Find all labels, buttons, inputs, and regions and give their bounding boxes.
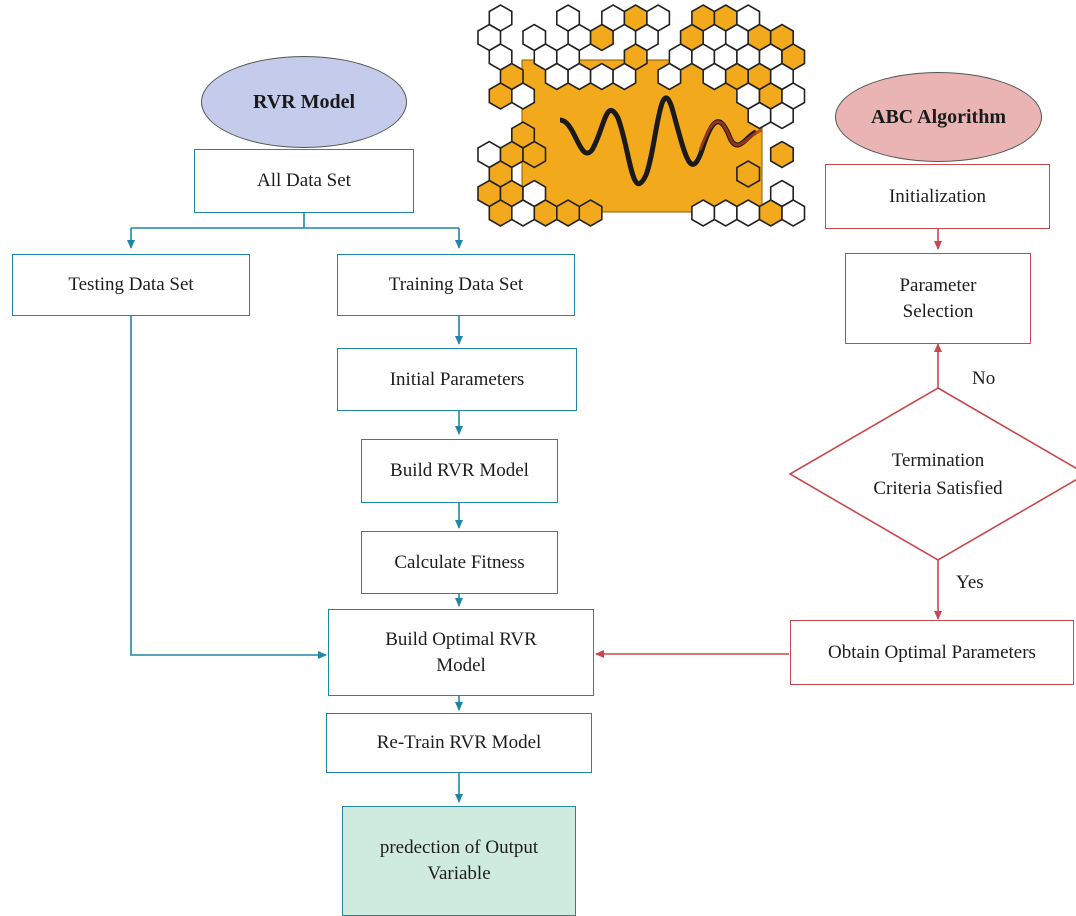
all-data-set-box: All Data Set [194, 149, 414, 213]
honeycomb-cell [612, 62, 637, 91]
honeycomb-cell [657, 62, 682, 91]
termination-line2: Criteria Satisfied [873, 477, 1003, 499]
build-rvr-model-box: Build RVR Model [361, 439, 558, 503]
honeycomb-cell [578, 199, 603, 227]
build-rvr-model-label: Build RVR Model [390, 460, 529, 482]
parameter-selection-line2: Selection [902, 300, 974, 322]
retrain-label: Re-Train RVR Model [376, 732, 542, 754]
honeycomb-cell [781, 199, 806, 227]
honeycomb-cell [533, 199, 558, 227]
honeycomb-cell [522, 140, 547, 169]
parameter-selection-box: Parameter Selection [845, 253, 1031, 344]
honeycomb-cell [510, 199, 536, 227]
termination-text: Termination Criteria Satisfied [838, 447, 1038, 502]
honeycomb-cell [691, 199, 716, 227]
honeycomb-cell [589, 23, 614, 52]
retrain-rvr-model-box: Re-Train RVR Model [326, 713, 592, 773]
prediction-line2: Variable [427, 863, 491, 884]
initial-parameters-label: Initial Parameters [389, 368, 525, 390]
obtain-optimal-label: Obtain Optimal Parameters [828, 641, 1036, 663]
parameter-selection-line1: Parameter [899, 274, 977, 296]
honeycomb-cell [555, 199, 581, 227]
abc-algorithm-ellipse: ABC Algorithm [835, 72, 1042, 162]
build-optimal-line2: Model [436, 654, 486, 676]
honeycomb-cell [736, 160, 761, 188]
honeycomb-cell [488, 82, 513, 110]
honeycomb-cell [510, 82, 536, 110]
build-optimal-rvr-model-box: Build Optimal RVR Model [328, 609, 594, 696]
honeycomb-cell [758, 199, 783, 227]
abc-algorithm-title: ABC Algorithm [871, 105, 1006, 128]
honeycomb-cell [544, 62, 569, 91]
initialization-label: Initialization [888, 185, 987, 207]
obtain-optimal-parameters-box: Obtain Optimal Parameters [790, 620, 1074, 685]
honeycomb-cell [488, 199, 513, 227]
training-data-set-label: Training Data Set [388, 274, 524, 296]
initial-parameters-box: Initial Parameters [337, 348, 577, 411]
training-data-set-box: Training Data Set [337, 254, 575, 316]
yes-label: Yes [956, 572, 984, 593]
prediction-output-box: predection of Output Variable [342, 806, 576, 916]
prediction-line1: predection of Output [379, 837, 539, 859]
honeycomb-cell [736, 199, 761, 227]
honeycomb-wave-illustration [477, 4, 806, 227]
testing-data-set-box: Testing Data Set [12, 254, 250, 316]
calculate-fitness-box: Calculate Fitness [361, 531, 558, 594]
honeycomb-cell [713, 199, 738, 227]
termination-diamond [788, 387, 1076, 561]
abc-connectors [595, 229, 942, 658]
testing-data-set-label: Testing Data Set [68, 274, 194, 296]
rvr-model-ellipse: RVR Model [201, 56, 407, 148]
honeycomb-cell [769, 140, 795, 169]
honeycomb-cell [567, 62, 592, 91]
all-data-set-label: All Data Set [257, 170, 351, 192]
honeycomb-cell [702, 62, 727, 91]
rvr-connectors [127, 212, 463, 803]
build-optimal-line1: Build Optimal RVR [385, 628, 537, 650]
initialization-box: Initialization [825, 164, 1050, 229]
calculate-fitness-label: Calculate Fitness [394, 551, 525, 573]
honeycomb-cell [769, 101, 795, 130]
no-label: No [972, 368, 996, 389]
termination-line1: Termination [891, 450, 985, 471]
honeycomb-cell [747, 101, 772, 130]
rvr-model-title: RVR Model [252, 90, 356, 113]
honeycomb-cell [589, 62, 614, 91]
